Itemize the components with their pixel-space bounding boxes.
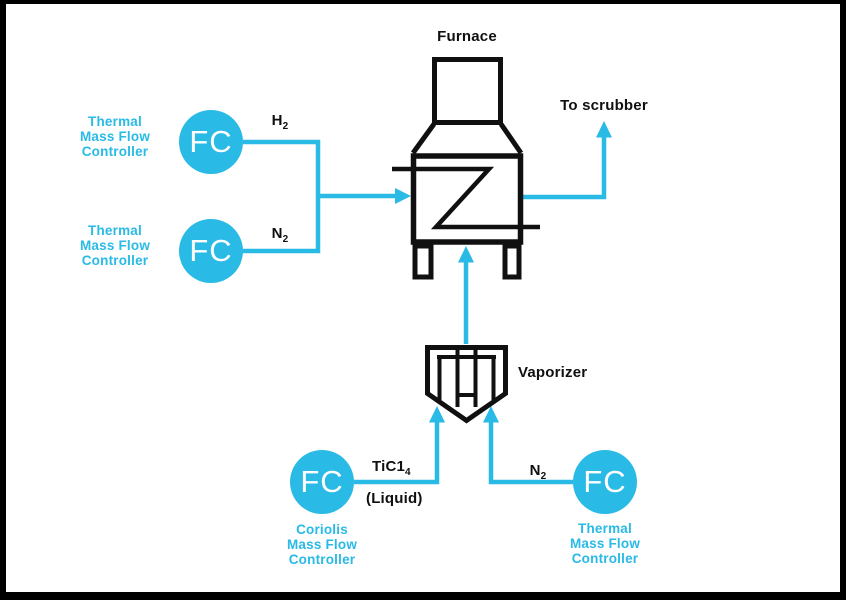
n2-bottom-stream-label: N2 xyxy=(513,462,563,482)
furnace-chimney xyxy=(432,57,503,125)
furnace-label: Furnace xyxy=(437,28,497,45)
furnace-body xyxy=(410,153,524,245)
pipe-n2-to-vaporizer xyxy=(488,421,573,485)
fc-circle-ticl4: FC xyxy=(290,450,354,514)
vaporizer-outline xyxy=(425,345,508,424)
arrowhead-ticl4-icon xyxy=(429,406,445,423)
fc-ticl4-description: Coriolis Mass Flow Controller xyxy=(286,522,358,567)
n2-top-subscript: 2 xyxy=(282,234,289,245)
n2-top-stream-label: N2 xyxy=(255,225,305,245)
n2-top-symbol: N xyxy=(271,225,283,242)
furnace-neck-right xyxy=(498,122,524,155)
pipe-ticl4-to-vaporizer xyxy=(354,421,440,485)
h2-stream-label: H2 xyxy=(255,112,305,132)
fc-circle-h2: FC xyxy=(179,110,243,174)
furnace-leg-right xyxy=(502,243,522,280)
vaporizer-label: Vaporizer xyxy=(518,364,588,381)
ticl4-liquid-note: (Liquid) xyxy=(366,490,423,507)
ticl4-subscript: 4 xyxy=(405,467,411,478)
arrowhead-n2-bottom-icon xyxy=(483,406,499,423)
ticl4-stream-label: TiC14 xyxy=(372,458,452,478)
fc-circle-n2-bottom: FC xyxy=(573,450,637,514)
fc-n2-bottom-description: Thermal Mass Flow Controller xyxy=(569,521,641,566)
n2-bottom-symbol: N xyxy=(529,462,541,479)
arrowhead-vaporizer-feed-icon xyxy=(458,246,474,263)
pipe-exhaust-to-scrubber xyxy=(521,136,607,200)
ticl4-symbol: TiC1 xyxy=(372,458,406,475)
furnace-leg-left xyxy=(412,243,434,280)
h2-subscript: 2 xyxy=(282,121,289,132)
fc-circle-n2-top: FC xyxy=(179,219,243,283)
to-scrubber-label: To scrubber xyxy=(560,97,648,114)
h2-symbol: H xyxy=(271,112,283,129)
arrowhead-feed-icon xyxy=(395,188,411,204)
furnace-neck-left xyxy=(410,122,437,155)
fc-n2-top-description: Thermal Mass Flow Controller xyxy=(79,223,151,268)
furnace-heating-element-icon xyxy=(392,166,540,230)
arrowhead-scrubber-icon xyxy=(596,121,612,138)
fc-h2-description: Thermal Mass Flow Controller xyxy=(79,114,151,159)
n2-bottom-subscript: 2 xyxy=(540,471,547,482)
